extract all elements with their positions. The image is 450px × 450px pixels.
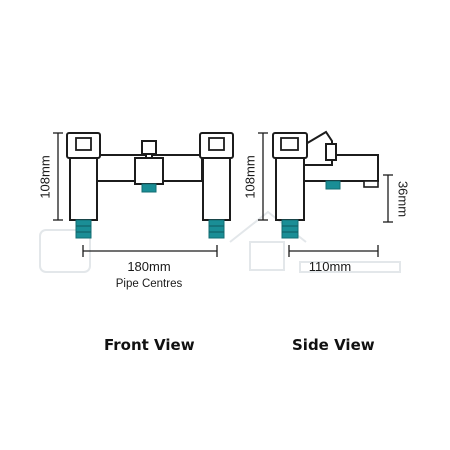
- front-right-thread: [208, 219, 225, 239]
- side-height-dimension: [258, 132, 268, 221]
- side-diverter-knob: [325, 143, 337, 161]
- front-right-pillar: [202, 157, 231, 221]
- side-pillar: [275, 157, 305, 221]
- side-depth-label: 110mm: [309, 259, 351, 274]
- front-view-drawing: [66, 132, 234, 221]
- side-view-title: Side View: [292, 336, 375, 354]
- front-width-dimension: [82, 245, 218, 257]
- front-left-pillar: [69, 157, 98, 221]
- front-right-handle-window: [208, 137, 225, 151]
- side-spout-outlet: [325, 180, 341, 190]
- front-left-handle-window: [75, 137, 92, 151]
- front-height-label: 108mm: [37, 155, 52, 198]
- front-thread-lines: [76, 225, 224, 233]
- front-teal-connectors: [75, 183, 225, 239]
- side-thread: [281, 219, 299, 239]
- side-thread-lines: [282, 225, 298, 233]
- front-width-caption: Pipe Centres: [116, 278, 183, 290]
- side-view-drawing: [272, 130, 379, 221]
- front-width-label: 180mm: [127, 259, 170, 274]
- side-height-label: 108mm: [242, 155, 257, 198]
- side-teal-connectors: [281, 180, 341, 239]
- side-handle-window: [280, 137, 299, 151]
- front-view-title: Front View: [104, 336, 195, 354]
- front-diverter-knob: [141, 140, 157, 155]
- side-depth-dimension: [288, 245, 379, 257]
- side-spout-outlet-rim: [363, 180, 379, 188]
- front-height-dimension: [53, 132, 63, 221]
- front-diverter-body: [134, 157, 164, 185]
- front-left-thread: [75, 219, 92, 239]
- front-spout-outlet: [141, 183, 157, 193]
- side-spout-dimension: [383, 174, 393, 223]
- side-spout-label: 36mm: [396, 181, 411, 217]
